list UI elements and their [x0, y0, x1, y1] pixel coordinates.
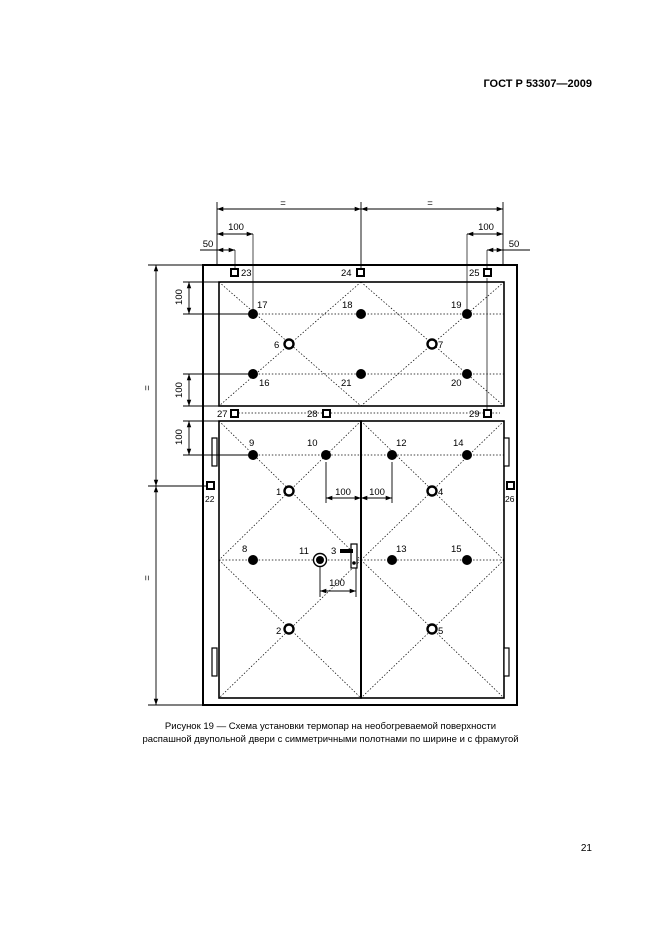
left-dimensions — [148, 264, 253, 706]
dim-100-top-right: 100 — [478, 222, 494, 233]
thermocouple-28 — [322, 409, 331, 418]
dim-equal-left-bottom: = — [142, 575, 153, 581]
label-6: 6 — [274, 340, 279, 351]
label-4: 4 — [438, 487, 443, 498]
top-dimensions — [200, 202, 530, 270]
label-14: 14 — [453, 438, 464, 449]
label-5: 5 — [438, 626, 443, 637]
label-1: 1 — [276, 487, 281, 498]
thermocouple-10 — [321, 450, 331, 460]
thermocouples-surface — [248, 309, 472, 565]
label-26: 26 — [505, 494, 515, 504]
thermocouple-15 — [462, 555, 472, 565]
standard-number: ГОСТ Р 53307—2009 — [483, 78, 592, 90]
thermocouples-frame — [206, 268, 515, 490]
inner-dimensions — [319, 462, 393, 597]
thermocouple-17 — [248, 309, 258, 319]
thermocouple-12 — [387, 450, 397, 460]
door-frame — [202, 264, 518, 706]
label-24: 24 — [341, 268, 352, 279]
outer-frame — [202, 264, 518, 706]
thermocouple-13 — [387, 555, 397, 565]
label-7: 7 — [438, 340, 443, 351]
caption-line-2: распашной двупольной двери с симметричны… — [142, 734, 519, 745]
label-16: 16 — [259, 378, 270, 389]
dim-50-left: 50 — [203, 239, 214, 250]
thermocouple-2 — [283, 623, 295, 635]
label-8: 8 — [242, 544, 247, 555]
dim-equal-top-right: = — [427, 198, 433, 209]
label-11: 11 — [299, 546, 309, 557]
thermocouple-23 — [230, 268, 239, 277]
label-18: 18 — [342, 300, 353, 311]
label-28: 28 — [307, 409, 318, 420]
hinge — [211, 437, 218, 467]
thermocouple-21 — [356, 369, 366, 379]
label-21: 21 — [341, 378, 352, 389]
thermocouple-29 — [483, 409, 492, 418]
dim-equal-top-left: = — [280, 198, 286, 209]
dim-100-left-1: 100 — [174, 289, 185, 305]
door-handle — [340, 543, 358, 569]
dimension-labels: = = 100 100 50 50 = = 100 100 100 100 10… — [142, 198, 519, 589]
label-20: 20 — [451, 378, 462, 389]
thermocouple-27 — [230, 409, 239, 418]
label-29: 29 — [469, 409, 480, 420]
dim-50-right: 50 — [509, 239, 520, 250]
thermocouple-22 — [206, 481, 215, 490]
thermocouple-25 — [483, 268, 492, 277]
thermocouple-16 — [248, 369, 258, 379]
label-12: 12 — [396, 438, 407, 449]
caption-line-1: Рисунок 19 — Схема установки термопар на… — [164, 721, 497, 732]
label-13: 13 — [396, 544, 407, 555]
page-number: 21 — [580, 843, 592, 854]
label-17: 17 — [257, 300, 268, 311]
dim-100-left-2: 100 — [174, 382, 185, 398]
door-leaf-right — [360, 420, 505, 699]
thermocouple-19 — [462, 309, 472, 319]
door-leaf-left — [218, 420, 362, 699]
label-10: 10 — [307, 438, 318, 449]
figure-caption: Рисунок 19 — Схема установки термопар на… — [100, 720, 561, 746]
thermocouple-6 — [283, 338, 295, 350]
dim-100-top-left: 100 — [228, 222, 244, 233]
thermocouple-8 — [248, 555, 258, 565]
hinge — [211, 647, 218, 677]
label-3: 3 — [331, 546, 336, 557]
thermocouple-5 — [426, 623, 438, 635]
dim-100-lock: 100 — [329, 578, 345, 589]
label-27: 27 — [217, 409, 228, 420]
thermocouple-20 — [462, 369, 472, 379]
label-15: 15 — [451, 544, 462, 555]
thermocouple-24 — [356, 268, 365, 277]
label-19: 19 — [451, 300, 462, 311]
label-9: 9 — [249, 438, 254, 449]
thermocouple-7 — [426, 338, 438, 350]
dim-100-left-3: 100 — [174, 429, 185, 445]
thermocouple-labels: 17 18 19 16 21 20 9 10 12 14 8 13 15 6 7… — [205, 268, 515, 637]
dim-equal-left-top: = — [142, 385, 153, 391]
thermocouple-26 — [506, 481, 515, 490]
thermocouple-4 — [426, 485, 438, 497]
thermocouple-14 — [462, 450, 472, 460]
thermocouples-center — [283, 338, 438, 635]
hinges — [211, 437, 510, 677]
hinge — [503, 647, 510, 677]
label-22: 22 — [205, 494, 215, 504]
label-2: 2 — [276, 626, 281, 637]
thermocouple-9 — [248, 450, 258, 460]
thermocouple-1 — [283, 485, 295, 497]
label-25: 25 — [469, 268, 480, 279]
dim-100-inner-left: 100 — [335, 487, 351, 498]
dim-100-inner-right: 100 — [369, 487, 385, 498]
hinge — [503, 437, 510, 467]
label-23: 23 — [241, 268, 252, 279]
thermocouple-18 — [356, 309, 366, 319]
